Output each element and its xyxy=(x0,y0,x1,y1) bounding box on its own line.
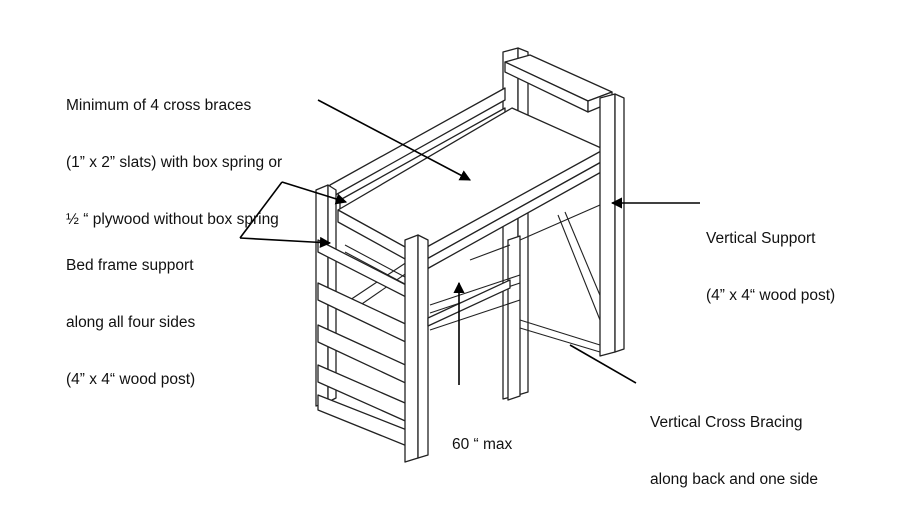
height-limit-label: 60 “ max xyxy=(452,397,512,492)
leader-cross-bracing xyxy=(569,344,637,384)
back-left-post xyxy=(507,235,521,401)
label-line: along back and one side xyxy=(650,471,819,488)
label-line: (4” x 4“ wood post) xyxy=(706,287,836,304)
label-line: Bed frame support xyxy=(66,257,194,274)
ladder-front-post xyxy=(404,234,429,463)
loft-bed-diagram: Minimum of 4 cross braces (1” x 2” slats… xyxy=(66,47,835,488)
front-lower-rail xyxy=(427,279,511,327)
label-line: ½ “ plywood without box spring xyxy=(66,211,279,228)
leader-frame-back xyxy=(239,181,283,239)
cross-bracing-label: Vertical Cross Bracing along back and on… xyxy=(650,375,818,527)
label-line: along all four sides xyxy=(66,314,196,331)
leader-cross-braces xyxy=(317,99,471,181)
label-line: Minimum of 4 cross braces xyxy=(66,97,252,114)
frame-support-label: Bed frame support along all four sides (… xyxy=(66,218,195,427)
front-right-post xyxy=(599,93,625,357)
leader-frame-front xyxy=(239,236,332,249)
cross-braces-label: Minimum of 4 cross braces (1” x 2” slats… xyxy=(66,58,282,267)
leader-lines xyxy=(239,99,700,385)
label-line: 60 “ max xyxy=(452,436,513,453)
label-line: (1” x 2” slats) with box spring or xyxy=(66,154,283,171)
label-line: Vertical Cross Bracing xyxy=(650,414,803,431)
ladder-rungs xyxy=(317,239,413,449)
loft-bed-drawing xyxy=(239,47,700,463)
label-line: Vertical Support xyxy=(706,230,816,247)
vertical-support-label: Vertical Support (4” x 4“ wood post) xyxy=(706,191,835,343)
leader-frame-back-arrow xyxy=(281,181,348,205)
label-line: (4” x 4“ wood post) xyxy=(66,371,196,388)
